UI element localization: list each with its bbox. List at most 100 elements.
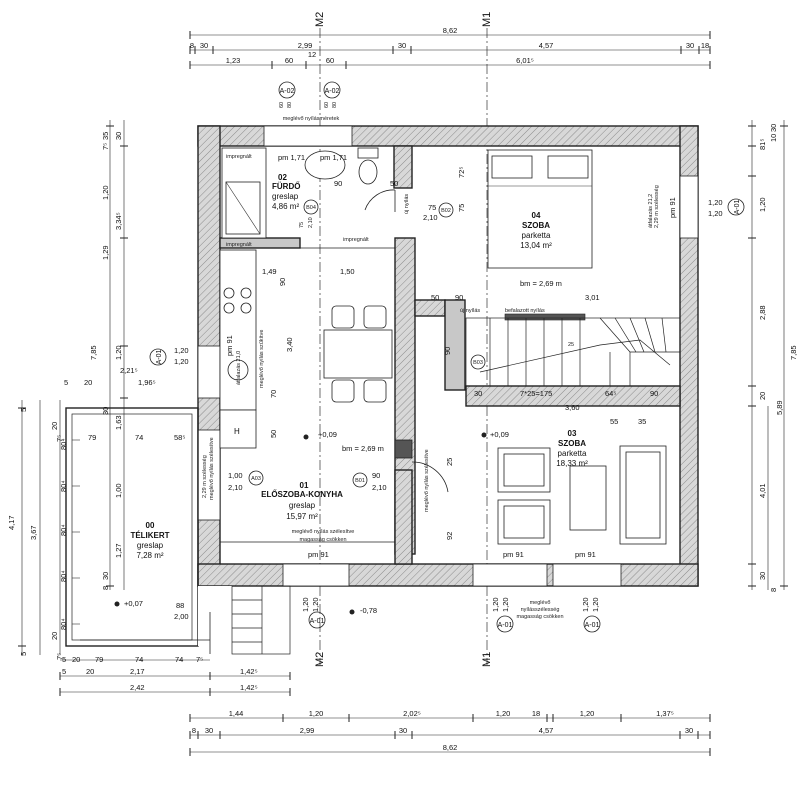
axis-label-m2-top: M2 [314,12,326,27]
tag-b01: B01 [355,478,365,484]
door-b02: új nyílás 75 2,10 B02 75 72⁵ [364,167,466,222]
tag-a01-left: A-01 [156,350,163,365]
room-03-area: 18,33 m² [556,459,588,468]
tag-b03: B03 [473,360,483,366]
dim-left-5: 5 [64,378,68,387]
room-00-floor: greslap [137,541,164,550]
opening-a02b-w: 60 [324,102,330,108]
label-pm91-west: pm 91 [225,335,234,356]
dim-right-81: 81⁵ [758,139,767,150]
opening-a01l-w: 1,20 [174,346,189,355]
room-00-telikert: 00 TÉLIKERT greslap 7,28 m² +0,07 88 2,0… [65,407,291,655]
opening-a01b3-h: 1,20 [591,597,600,612]
dim-90-landing: 90 [650,389,658,398]
opening-a01l-h: 1,20 [174,357,189,366]
dim-left-120a: 1,20 [101,185,110,200]
dim-right-30b: 30 [758,572,767,580]
tag-a01-bottom-2: A-01 [498,622,513,629]
dim-tel-79b: 79 [95,655,103,664]
tag-a02-left: A-02 [280,88,295,95]
door-b04: B04 75 2,10 [299,199,319,228]
dim-tel-7: 7⁵ [196,655,203,664]
dim-tel-242: 2,42 [130,683,145,692]
dim-645: 64⁵ [605,389,616,398]
label-meglevo-nyilasmeretek: meglévő nyílásméretek [283,116,340,122]
dim-tel-20c: 20 [86,667,94,676]
label-impregnalt-2: impregnált [226,242,252,248]
dim-bot-8: 8 [192,726,196,735]
dim-left-30c: 30 [101,572,110,580]
dim-50-bath: 50 [390,179,398,188]
room-01-name: ELŐSZOBA-KONYHA [261,490,343,499]
room-01-area: 15,97 m² [286,512,318,521]
dim-left-129: 1,29 [101,245,110,260]
dim-tel-58: 58⁵ [174,433,185,442]
label-impregnalt-3: impregnált [343,237,369,243]
dim-left-8: 8 [101,586,110,590]
dim-tel-200: 2,00 [174,612,189,621]
dim-top-60a: 60 [285,56,293,65]
kitchen-furniture: H meglévő nyílás szűkítve átfalazás 21,0… [219,249,395,559]
dim-left-30: 30 [114,132,123,140]
label-uj-nyilas-1: új nyílás [404,194,410,214]
dim-top-60b: 60 [326,56,334,65]
dim-right-20: 20 [758,392,767,400]
dim-bot-120b: 1,20 [496,709,511,718]
opening-b01-h: 2,10 [372,483,387,492]
label-pm171-b: pm 1,71 [320,153,347,162]
label-magassag-bottom: magasság csökken [516,614,563,620]
dim-left-785: 7,85 [89,345,98,360]
room-04-floor: parketta [522,231,551,240]
dim-top-601: 6,01⁵ [516,56,534,65]
room-01-number: 01 [300,481,309,490]
dim-bot-120a: 1,20 [309,709,324,718]
dim-left-20: 20 [84,378,92,387]
dim-bot-30a: 30 [205,726,213,735]
dim-left-80c: 80⁴ [59,524,68,536]
dim-left-334: 3,34⁵ [114,212,123,230]
dim-top-12: 12 [308,50,316,59]
dim-right-785: 7,85 [789,345,798,360]
dim-7x25: 7*25=175 [520,389,552,398]
label-nyilas-szelesitve: meglévő nyílás szélesítve [292,529,355,535]
room-02-name: FÜRDŐ [272,182,300,191]
room-04-number: 04 [532,211,541,220]
dim-tel-100: 1,00 [114,483,123,498]
dim-top-30b: 30 [398,41,406,50]
dim-top-30a: 30 [200,41,208,50]
opening-b02-w: 75 [428,203,436,212]
door-a03: 1,00 2,10 A03 2,29 m szélesség meglévő n… [202,437,264,500]
dim-tel-5b: 5 [62,667,66,676]
dim-bot-202: 2,02⁵ [403,709,421,718]
label-meglevo-szel-1: meglévő nyílás szélesítve [209,437,215,500]
dim-50-hall: 50 [431,293,439,302]
dim-left-30b: 30 [101,407,110,415]
room-03-name: SZOBA [558,439,586,448]
label-impregnalt-1: impregnált [226,154,252,160]
label-plus009-a: +0,09 [318,430,337,439]
dim-tel-74c: 74 [175,655,183,664]
room-02-floor: greslap [272,192,299,201]
dim-tel-88: 88 [176,601,184,610]
dim-left-20b: 20 [50,632,59,640]
dim-left-7a: 7⁵ [55,435,64,442]
room-00-number: 00 [146,521,155,530]
dim-top-123: 1,23 [226,56,241,65]
label-uj-nyilas-2: új nyílás [460,308,480,314]
stairs: befalazott nyílás új nyílás B03 90 90 50… [431,293,681,426]
opening-a02b-h: 80 [332,102,338,108]
label-atfalazas-right: átfalazás 21,2 [648,194,654,228]
dim-340: 3,40 [285,337,294,352]
room-03-number: 03 [568,429,577,438]
opening-a01b1-h: 1,20 [311,597,320,612]
dim-75: 75 [457,204,466,212]
dim-bot-18: 18 [532,709,540,718]
dim-25: 25 [445,458,454,466]
dim-right-8: 8 [769,588,778,592]
dim-left-80d: 80⁴ [59,570,68,582]
room-00-area: 7,28 m² [136,551,163,560]
room-00-name: TÉLIKERT [130,531,169,540]
dim-50-kitchen: 50 [269,430,278,438]
opening-b01-w: 90 [372,471,380,480]
dim-top-total: 8,62 [443,26,458,35]
